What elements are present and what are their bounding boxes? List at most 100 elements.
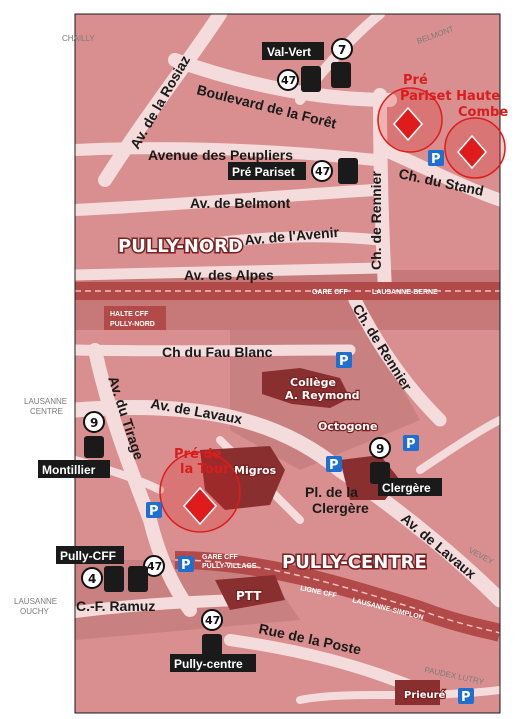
halte-tag-1: HALTE CFF: [110, 311, 149, 318]
road-minor: [416, 416, 500, 474]
map-frame: [74, 13, 501, 714]
road-alpes: [75, 262, 386, 281]
street-label-ramuz: C.-F. Ramuz: [76, 598, 155, 614]
place-college-2: A. Reymond: [285, 389, 360, 402]
diamond-icon: [457, 134, 487, 170]
stop-val-vert: Val-Vert 7 47: [262, 38, 353, 92]
bus-icon: [301, 66, 321, 92]
bus-icon: [84, 436, 104, 458]
line-number: 9: [90, 416, 98, 430]
line-badge: [201, 609, 223, 631]
rail-centre-track: [174, 559, 500, 634]
svg-text:P: P: [461, 690, 471, 705]
place-prieure: Prieuré: [404, 689, 446, 701]
bus-icon: [104, 566, 124, 592]
line-number: 47: [315, 165, 330, 178]
stop-pre-pariset: Pré Pariset 47: [228, 158, 358, 184]
svg-text:P: P: [406, 437, 416, 452]
road-rennier-south: [348, 293, 447, 427]
highlight-pre-pariset: [377, 87, 506, 179]
stop-label: Clergère: [382, 481, 431, 495]
district-pully-centre: PULLY-CENTRE: [282, 552, 427, 573]
place-ptt: PTT: [236, 589, 262, 603]
place-clergere-1: Pl. de la: [305, 484, 358, 500]
road-fau-blanc: [75, 344, 356, 357]
parking-icon: P: [326, 456, 342, 473]
direction-lausanne-centre-2: CENTRE: [30, 407, 63, 416]
bus-icon: [331, 62, 351, 88]
building-migros: [200, 446, 285, 510]
stop-label-box: [378, 478, 442, 496]
stop-label: Val-Vert: [267, 45, 311, 59]
road-stand: [378, 143, 500, 207]
road-peupliers: [75, 142, 381, 166]
road-ramuz: [75, 594, 246, 618]
district-pully-nord: PULLY-NORD: [118, 236, 243, 257]
place-pre-pariset-haute-combe-2: Pariset Haute: [400, 89, 500, 104]
road-belmont: [75, 184, 381, 216]
stop-label-box: [228, 162, 306, 180]
stop-montillier: 9 Montillier: [38, 411, 110, 478]
road-boulevard-foret: [168, 53, 397, 107]
parking-icon: P: [178, 556, 194, 573]
place-pre-de-la-tour-1: Pré de: [174, 447, 222, 462]
svg-text:P: P: [339, 354, 349, 369]
parking-markers: P P P P P P P: [146, 150, 474, 705]
parking-icon: P: [403, 435, 419, 452]
street-label-alpes: Av. des Alpes: [184, 267, 274, 283]
line-number: 47: [281, 74, 296, 87]
stop-pully-cff: Pully-CFF 4 47: [56, 546, 165, 592]
parking-icon: P: [458, 688, 474, 705]
bus-icon: [128, 566, 148, 592]
bus-icon: [338, 158, 358, 184]
line-badge: [83, 411, 105, 433]
stop-label: Pré Pariset: [232, 165, 295, 179]
road-rennier-north: [373, 88, 392, 297]
stop-pully-centre: 47 Pully-centre: [170, 609, 256, 672]
road-avenir: [194, 231, 386, 251]
street-label-rennier-north: Ch. de Rennier: [368, 171, 384, 270]
line-badge: [331, 38, 353, 60]
halte-tag-2: PULLY-NORD: [110, 321, 155, 328]
stop-label-box: [38, 460, 110, 478]
building-prieure: [395, 680, 440, 705]
place-pre-pariset-haute-combe-1: Pré: [403, 73, 428, 88]
place-octogone: Octogone: [318, 420, 377, 433]
stop-label-box: [262, 42, 324, 60]
svg-text:P: P: [431, 152, 441, 167]
line-number: 47: [147, 560, 162, 573]
svg-text:P: P: [181, 558, 191, 573]
highlight-pre-de-la-tour: [159, 451, 241, 533]
diamond-icon: [393, 106, 423, 142]
street-label-belmont: Av. de Belmont: [190, 195, 291, 211]
place-pre-pariset-haute-combe-3: Combe: [458, 105, 508, 120]
line-badge: [277, 69, 299, 91]
line-badge: [369, 437, 391, 459]
place-college-1: Collège: [290, 376, 336, 389]
line-badge: [311, 160, 333, 182]
parking-icon: P: [146, 502, 162, 519]
stop-label: Pully-centre: [174, 657, 243, 671]
parking-icon: P: [428, 150, 444, 167]
street-label-fau-blanc: Ch du Fau Blanc: [162, 344, 273, 360]
road-rosiaz: [98, 14, 227, 187]
rail-label-gare-centre-2: PULLY-VILLAGE: [202, 563, 257, 570]
diamond-icon: [182, 486, 218, 526]
street-network: [75, 14, 500, 705]
building-ptt: [215, 575, 285, 610]
line-number: 47: [205, 614, 220, 627]
stop-label: Pully-CFF: [60, 549, 116, 563]
stop-clergere: 9 Clergère: [369, 437, 442, 496]
stop-label-box: [170, 654, 256, 672]
bus-icon: [202, 634, 222, 656]
svg-text:P: P: [149, 504, 159, 519]
halte-tag-box: [104, 306, 166, 330]
direction-lausanne-ouchy-2: OUCHY: [20, 607, 50, 616]
place-clergere-2: Clergère: [312, 500, 369, 516]
rail-label-gare-north: GARE CFF: [312, 289, 349, 296]
line-number: 7: [338, 43, 346, 57]
place-migros: Migros: [234, 464, 277, 477]
building-college: [262, 368, 350, 408]
line-badge: [81, 567, 103, 589]
place-pre-de-la-tour-2: la Tour: [180, 462, 230, 477]
